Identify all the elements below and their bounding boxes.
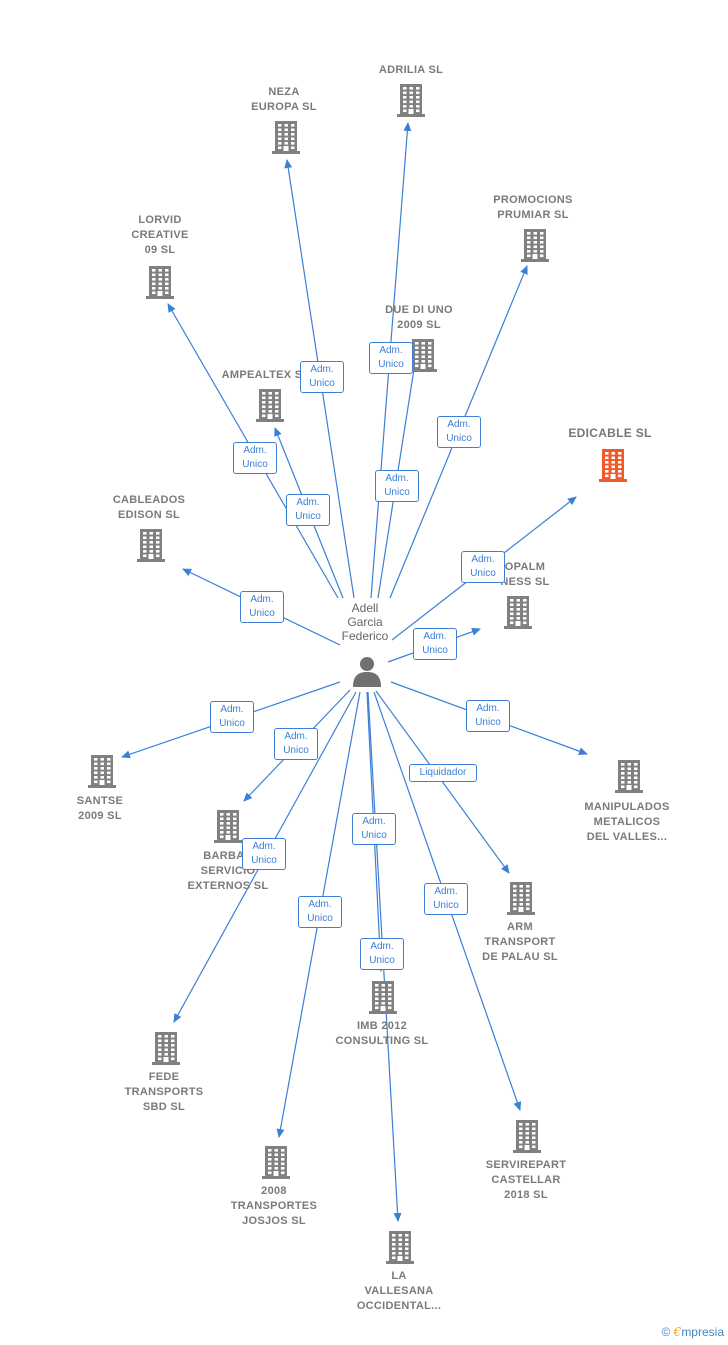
building-icon[interactable]: [513, 1119, 541, 1153]
relation-badge: Adm. Unico: [375, 470, 419, 502]
logo-text: mpresia: [681, 1325, 724, 1339]
building-icon[interactable]: [507, 881, 535, 915]
building-icon[interactable]: [88, 754, 116, 788]
relation-badge: Adm. Unico: [210, 701, 254, 733]
building-icon[interactable]: [504, 595, 532, 629]
building-icon[interactable]: [256, 388, 284, 422]
building-icon[interactable]: [152, 1031, 180, 1065]
building-icon[interactable]: [272, 120, 300, 154]
relation-badge: Liquidador: [409, 764, 477, 782]
building-icon[interactable]: [397, 83, 425, 117]
building-icon[interactable]: [599, 448, 627, 482]
company-label-ampealtex[interactable]: AMPEALTEX S: [221, 369, 303, 381]
company-label-manipulados[interactable]: MANIPULADOS METALICOS DEL VALLES...: [584, 801, 670, 843]
relation-badge: Adm. Unico: [413, 628, 457, 660]
company-label-neza[interactable]: NEZA EUROPA SL: [251, 86, 317, 113]
building-icon[interactable]: [214, 809, 242, 843]
company-label-promocions[interactable]: PROMOCIONS PRUMIAR SL: [493, 194, 573, 221]
person-icon[interactable]: [351, 654, 383, 688]
company-label-arm[interactable]: ARM TRANSPORT DE PALAU SL: [482, 921, 558, 963]
company-label-cableados[interactable]: CABLEADOS EDISON SL: [112, 494, 186, 521]
relation-badge: Adm. Unico: [286, 494, 330, 526]
company-label-edicable[interactable]: EDICABLE SL: [568, 426, 652, 440]
company-label-servirepart[interactable]: SERVIREPART CASTELLAR 2018 SL: [485, 1159, 567, 1201]
person-name: Adell Garcia Federico: [341, 601, 389, 643]
building-icon[interactable]: [409, 338, 437, 372]
building-icon[interactable]: [615, 759, 643, 793]
company-label-transportes2008[interactable]: 2008 TRANSPORTES JOSJOS SL: [230, 1185, 318, 1227]
company-label-lorvid[interactable]: LORVID CREATIVE 09 SL: [131, 214, 189, 256]
relation-badge: Adm. Unico: [466, 700, 510, 732]
company-label-duediuno[interactable]: DUE DI UNO 2009 SL: [385, 304, 453, 331]
relation-badge: Adm. Unico: [300, 361, 344, 393]
empresia-logo: © €mpresia: [661, 1325, 724, 1339]
relation-badge: Adm. Unico: [298, 896, 342, 928]
company-label-opalm[interactable]: OPALM NESS SL: [500, 561, 550, 588]
building-icon[interactable]: [386, 1230, 414, 1264]
relation-badge: Adm. Unico: [352, 813, 396, 845]
relation-badge: Adm. Unico: [240, 591, 284, 623]
relation-badge: Adm. Unico: [461, 551, 505, 583]
company-label-fede[interactable]: FEDE TRANSPORTS SBD SL: [124, 1071, 204, 1113]
relation-badge: Adm. Unico: [242, 838, 286, 870]
building-icon[interactable]: [369, 980, 397, 1014]
relation-badge: Adm. Unico: [369, 342, 413, 374]
company-label-barbara[interactable]: BARBAR SERVICIO EXTERNOS SL: [187, 850, 269, 892]
building-icon[interactable]: [146, 265, 174, 299]
copyright-symbol: ©: [661, 1325, 671, 1339]
company-label-imb[interactable]: IMB 2012 CONSULTING SL: [335, 1020, 429, 1047]
relation-badge: Adm. Unico: [233, 442, 277, 474]
company-label-vallesana[interactable]: LA VALLESANA OCCIDENTAL...: [356, 1270, 442, 1312]
relation-badge: Adm. Unico: [360, 938, 404, 970]
building-icon[interactable]: [137, 528, 165, 562]
relation-badge: Adm. Unico: [274, 728, 318, 760]
relation-badge: Adm. Unico: [437, 416, 481, 448]
logo-initial: €: [673, 1325, 682, 1339]
building-icon[interactable]: [521, 228, 549, 262]
company-label-adrilia[interactable]: ADRILIA SL: [378, 64, 444, 76]
building-icon[interactable]: [262, 1145, 290, 1179]
relation-badge: Adm. Unico: [424, 883, 468, 915]
edge-arm: [375, 690, 510, 874]
company-label-santse[interactable]: SANTSE 2009 SL: [76, 795, 124, 822]
